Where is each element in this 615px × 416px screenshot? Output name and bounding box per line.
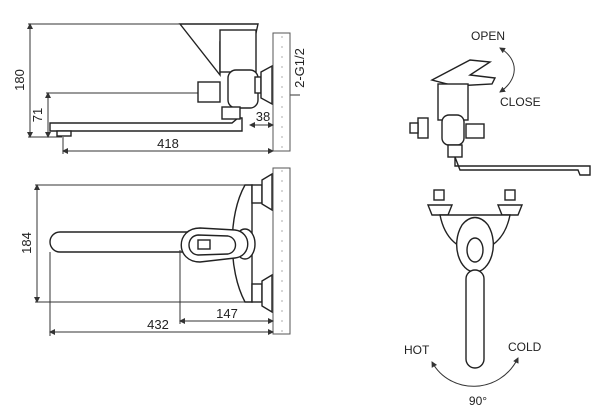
width-184-label: 184: [19, 232, 34, 254]
offset-147-label: 147: [216, 306, 238, 321]
rotation-view: HOT COLD 90°: [404, 189, 542, 408]
cold-label: COLD: [508, 340, 542, 354]
height-180-label: 180: [12, 69, 27, 91]
side-view: 180 71 2-G1/2 38 418: [12, 23, 307, 154]
rotation-arrow-icon: [431, 357, 519, 387]
height-71-label: 71: [30, 108, 45, 122]
angle-label: 90°: [469, 394, 487, 408]
connection-label: 2-G1/2: [292, 48, 307, 88]
spout-side: [49, 117, 243, 132]
wall-section: [272, 32, 291, 152]
spout-side-small: [454, 156, 591, 176]
spout-top: [49, 231, 201, 253]
reach-418-label: 418: [157, 136, 179, 151]
spout-front: [465, 269, 485, 369]
close-label: CLOSE: [500, 95, 541, 109]
open-label: OPEN: [471, 29, 505, 43]
top-view: 184 147 432: [19, 167, 291, 336]
open-close-arrow-icon: [499, 47, 515, 93]
hot-label: HOT: [404, 343, 430, 357]
lever-operation-view: OPEN CLOSE: [409, 29, 591, 176]
offset-38-label: 38: [256, 109, 270, 124]
reach-432-label: 432: [147, 317, 169, 332]
